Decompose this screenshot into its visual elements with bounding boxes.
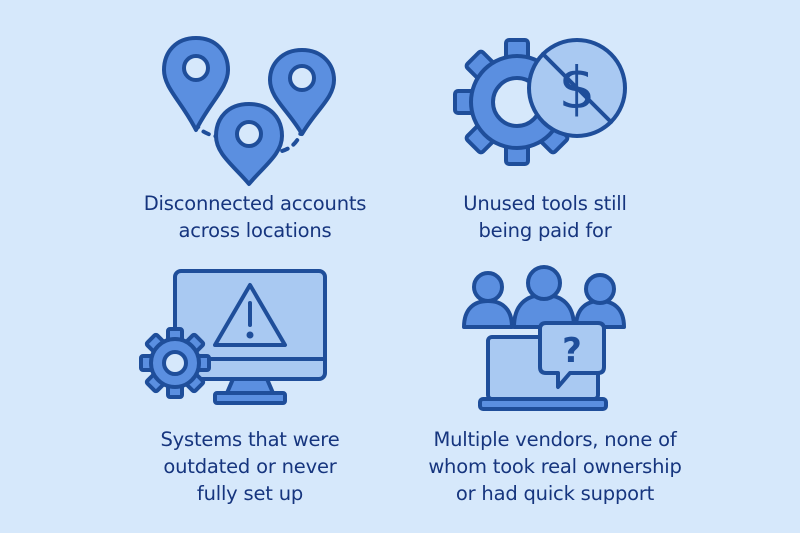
monitor-warning-gear-icon xyxy=(139,269,327,405)
question-mark-icon: ? xyxy=(562,331,582,371)
caption-locations: Disconnected accounts across locations xyxy=(143,192,367,242)
people-laptop-question-icon: ? xyxy=(462,265,626,411)
map-pins-icon xyxy=(162,36,336,186)
gear-no-dollar-icon: $ xyxy=(453,38,627,166)
caption-systems: Systems that were outdated or never full… xyxy=(160,428,340,505)
caption-vendors: Multiple vendors, none of whom took real… xyxy=(428,428,682,505)
caption-unused-tools: Unused tools still being paid for xyxy=(463,192,627,242)
gear-icon xyxy=(139,327,211,399)
